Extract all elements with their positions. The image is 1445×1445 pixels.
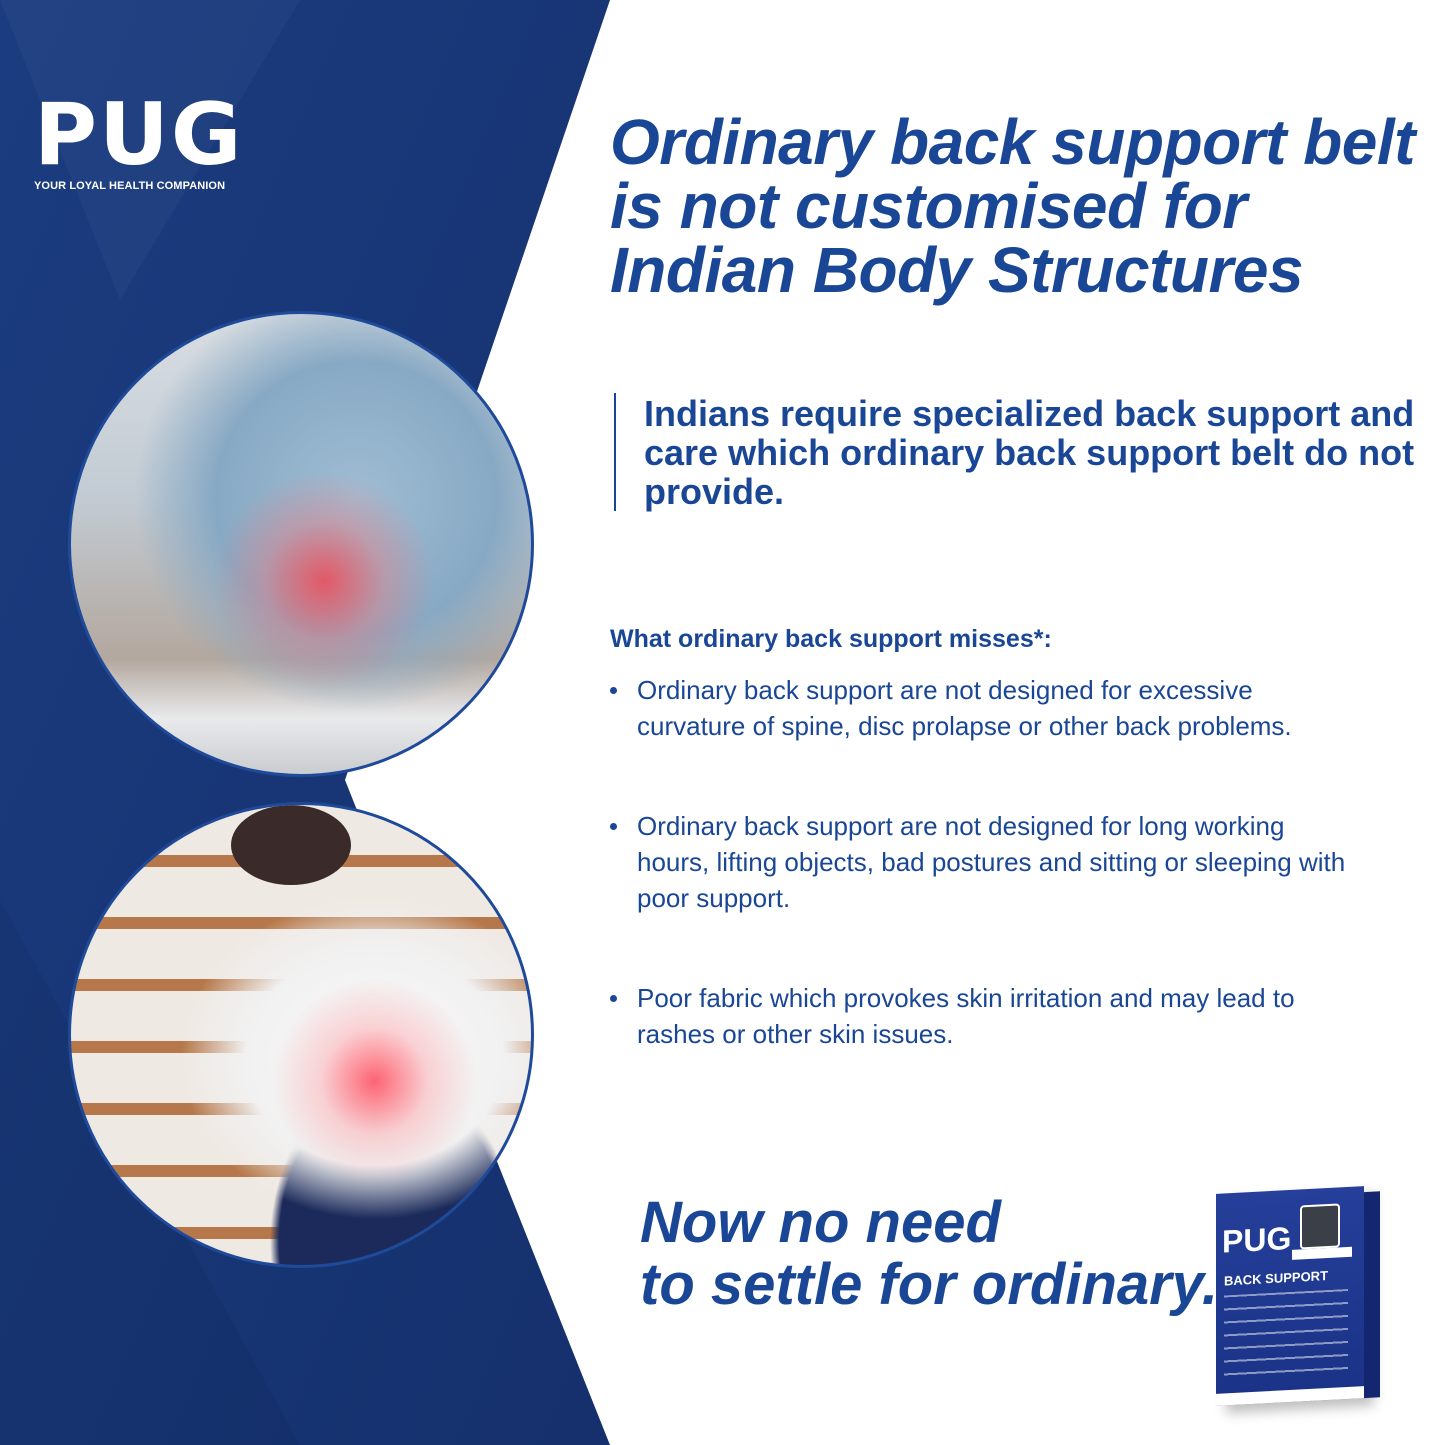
bullet-icon — [610, 687, 617, 694]
vertical-divider — [614, 393, 616, 511]
list-item: Poor fabric which provokes skin irritati… — [610, 980, 1350, 1052]
belt-icon — [1300, 1203, 1340, 1250]
cta-line-2: to settle for ordinary. — [640, 1252, 1218, 1317]
call-to-action: Now no need to settle for ordinary. — [640, 1192, 1218, 1316]
bullet-icon — [610, 995, 617, 1002]
list-item-text: Poor fabric which provokes skin irritati… — [637, 983, 1295, 1049]
box-logo: PUG — [1222, 1219, 1292, 1260]
subheadline: Indians require specialized back support… — [644, 393, 1415, 512]
misses-heading: What ordinary back support misses*: — [610, 625, 1052, 653]
pug-logo: PUG YOUR LOYAL HEALTH COMPANION — [34, 92, 243, 192]
list-item: Ordinary back support are not designed f… — [610, 672, 1350, 744]
list-item-text: Ordinary back support are not designed f… — [637, 675, 1292, 741]
cta-line-1: Now no need — [640, 1190, 1001, 1255]
logo-wordmark: PUG — [34, 85, 244, 185]
headline: Ordinary back support belt is not custom… — [610, 106, 1415, 306]
bullet-icon — [610, 823, 617, 830]
photo-man-back-pain — [68, 311, 534, 777]
list-item-text: Ordinary back support are not designed f… — [637, 811, 1346, 913]
box-product-name: BACK SUPPORT — [1224, 1268, 1329, 1289]
logo-tagline: YOUR LOYAL HEALTH COMPANION — [34, 180, 226, 192]
misses-list: Ordinary back support are not designed f… — [610, 672, 1350, 1116]
photo-woman-back-pain-stairs — [68, 802, 534, 1268]
product-box-image: PUG BACK SUPPORT — [1216, 1186, 1380, 1406]
list-item: Ordinary back support are not designed f… — [610, 808, 1350, 916]
